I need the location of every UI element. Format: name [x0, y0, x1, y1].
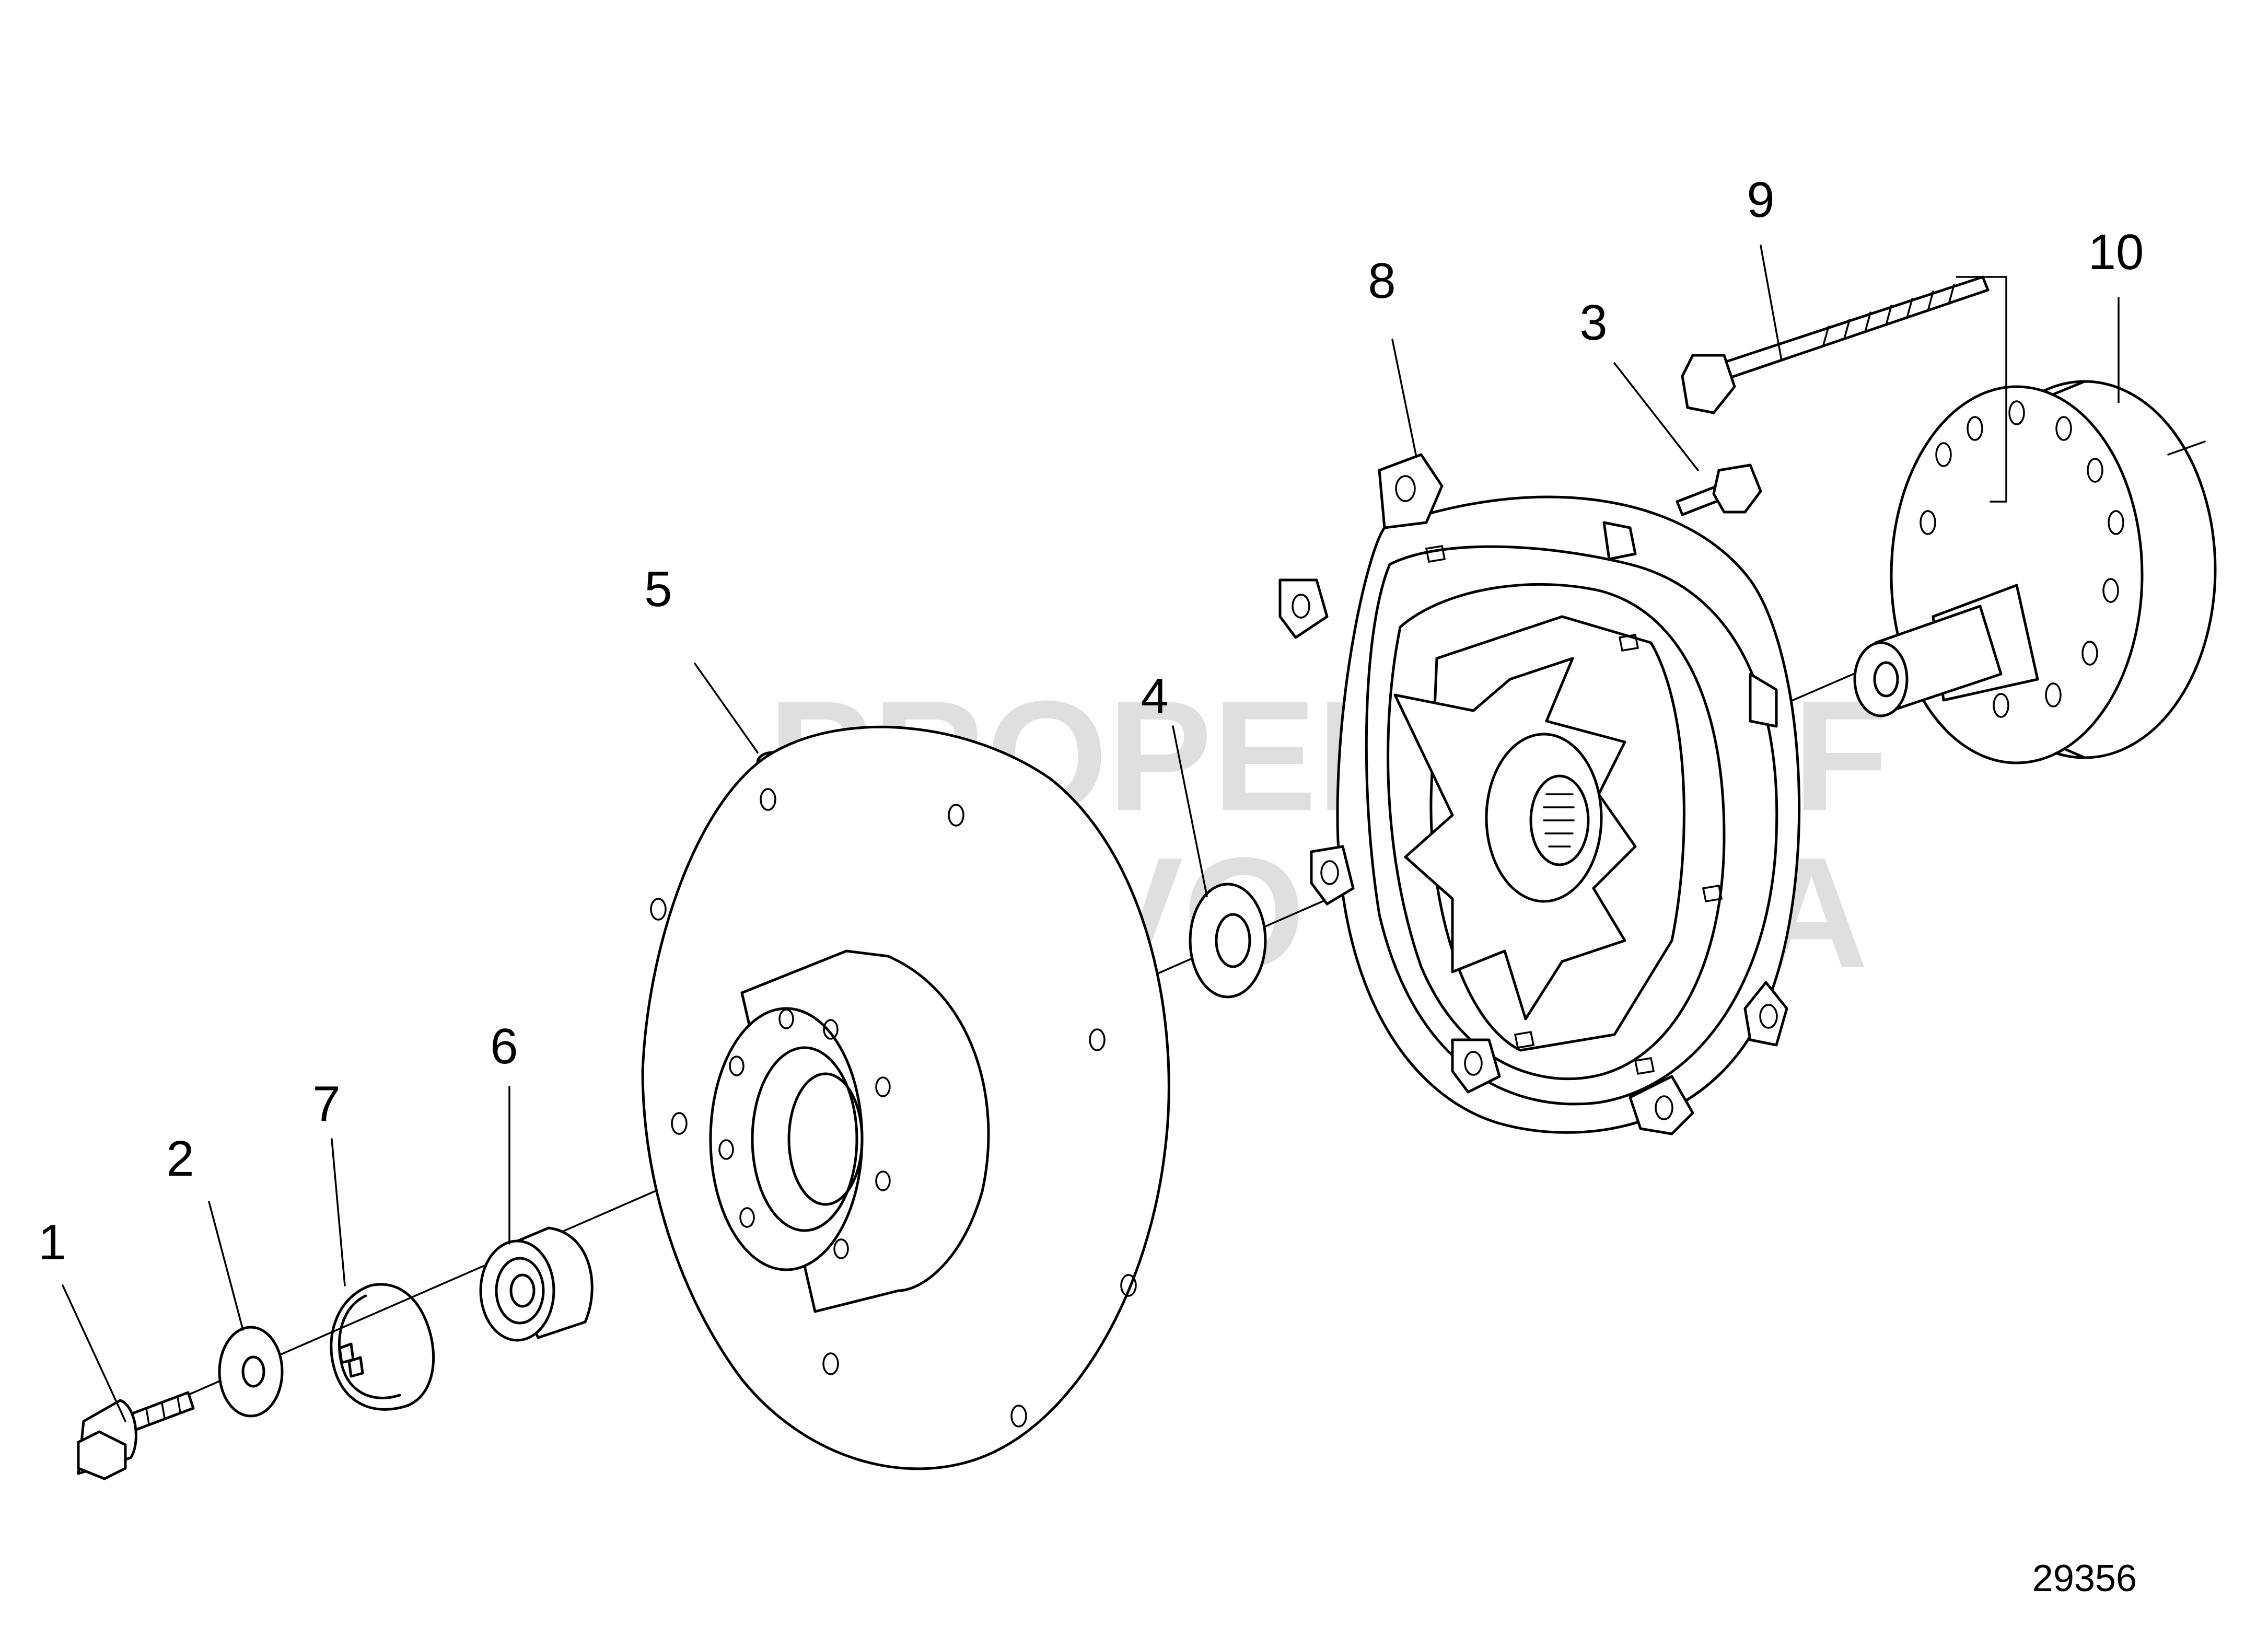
callout-10: 10 [2088, 224, 2144, 280]
callout-1: 1 [38, 1214, 66, 1270]
part-6-bearing [479, 1226, 594, 1342]
part-2-washer [218, 1326, 284, 1418]
part-7-circlip [330, 1283, 435, 1411]
callout-9: 9 [1747, 172, 1774, 228]
callout-6: 6 [490, 1018, 518, 1074]
callout-8: 8 [1368, 253, 1395, 309]
callout-labels: 1 2 3 4 5 6 7 8 9 10 [38, 172, 2144, 1270]
part-1-bolt [77, 1391, 195, 1480]
part-5-flywheel [641, 725, 1170, 1470]
part-3-small-bolt [1676, 463, 1762, 516]
leader-lines [62, 245, 2206, 1422]
part-10-coupling-hub [1853, 380, 2217, 764]
part-9-long-bolt [1681, 275, 1990, 414]
callout-3: 3 [1579, 295, 1607, 351]
callout-7: 7 [312, 1076, 340, 1132]
callout-5: 5 [644, 561, 672, 617]
figure-number: 29356 [2032, 1558, 2137, 1599]
callout-2: 2 [166, 1131, 194, 1187]
part-4-washer [1189, 883, 1267, 999]
part-8-cover [1278, 453, 1801, 1135]
callout-4: 4 [1141, 668, 1168, 724]
